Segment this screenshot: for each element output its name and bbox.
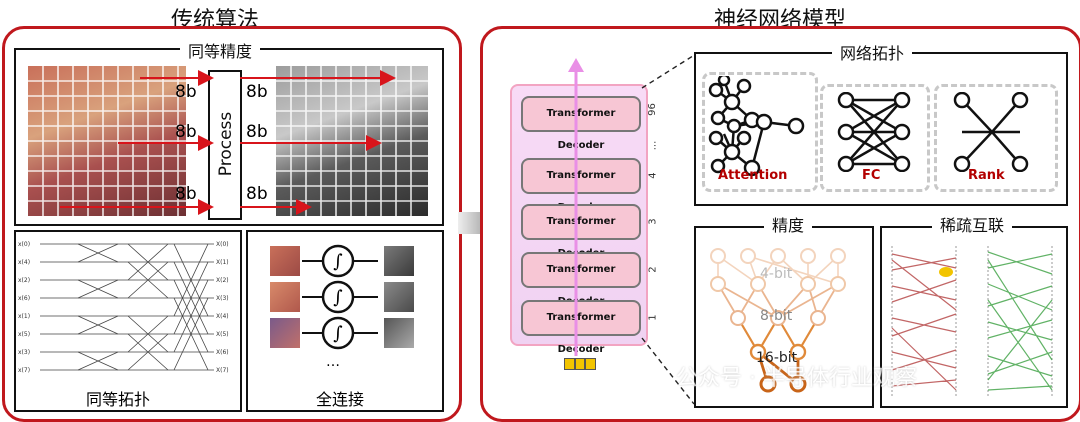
fc-graph <box>837 92 911 172</box>
watermark: 公众号 · 半导体行业观察 <box>676 366 917 391</box>
fft-input-1: x(4) <box>18 259 30 266</box>
fc-output-thumb-2 <box>384 282 414 312</box>
fc-ellipsis: … <box>326 354 340 370</box>
fc-panel <box>820 84 930 192</box>
same-precision-label: 同等精度 <box>180 38 261 62</box>
sparse-interconnect-label: 稀疏互联 <box>932 212 1013 236</box>
fc-integral-2: ∫ <box>302 280 378 314</box>
fft-output-6: X(6) <box>216 349 229 356</box>
fc-input-thumb-2 <box>270 282 300 312</box>
precision-level-8bit: 8-bit <box>760 308 793 324</box>
bit-label-in-2: 8b <box>175 122 197 142</box>
bit-label-out-2: 8b <box>246 122 268 142</box>
bit-label-in-3: 8b <box>175 184 197 204</box>
fft-butterfly-diagram: x(0) x(4) x(2) x(6) x(1) x(5) x(3) x(7) … <box>18 241 229 374</box>
fft-input-7: x(7) <box>18 367 30 374</box>
fft-output-5: X(5) <box>216 331 229 338</box>
data-flow-arrows <box>60 70 396 215</box>
same-topology-box <box>14 230 242 412</box>
bit-label-out-3: 8b <box>246 184 268 204</box>
decoder-stack: Transformer Decoder Transformer Decoder … <box>510 84 648 355</box>
fc-output-thumb-3 <box>384 318 414 348</box>
bit-label-in-1: 8b <box>175 82 197 102</box>
sparse-interconnect-graph <box>891 246 1053 398</box>
input-tokens <box>564 358 596 370</box>
precision-level-4bit: 4-bit <box>760 266 793 282</box>
fft-input-6: x(3) <box>18 349 30 356</box>
attention-graph <box>708 76 805 176</box>
fft-output-4: X(4) <box>216 313 229 320</box>
fft-output-3: X(3) <box>216 295 229 302</box>
forward-arrow <box>568 58 584 356</box>
fc-integral-3: ∫ <box>302 316 378 350</box>
attention-panel <box>702 72 818 192</box>
fft-output-1: X(1) <box>216 259 229 266</box>
fft-output-2: X(2) <box>216 277 229 284</box>
rank-panel <box>934 84 1058 192</box>
decoder-block-1: Transformer Decoder <box>521 300 641 355</box>
precision-label: 精度 <box>764 212 813 236</box>
fft-output-7: X(7) <box>216 367 229 374</box>
fc-topology-label: FC <box>862 168 881 183</box>
bit-label-out-1: 8b <box>246 82 268 102</box>
fft-input-4: x(1) <box>18 313 30 320</box>
topology-label: 网络拓扑 <box>832 40 913 64</box>
precision-network <box>710 248 846 393</box>
fc-row-2: ∫ <box>270 280 420 314</box>
fft-output-0: X(0) <box>216 241 229 248</box>
topology-box <box>694 52 1068 206</box>
attention-label: Attention <box>718 168 788 183</box>
svg-text:∫: ∫ <box>333 287 343 308</box>
decoder-block-2: Transformer Decoder <box>521 252 641 307</box>
fc-integral-1: ∫ <box>302 244 378 278</box>
input-image-grid <box>28 66 186 216</box>
fc-input-thumb-3 <box>270 318 300 348</box>
fft-input-2: x(2) <box>18 277 30 284</box>
rank-graph <box>953 92 1029 172</box>
fft-input-0: x(0) <box>18 241 30 248</box>
fc-input-thumb-1 <box>270 246 300 276</box>
output-image <box>276 66 428 216</box>
fc-row-3: ∫ <box>270 316 420 350</box>
svg-text:∫: ∫ <box>333 323 343 344</box>
fully-connected-label: 全连接 <box>316 390 365 409</box>
rank-label: Rank <box>968 168 1005 183</box>
input-image <box>28 66 186 216</box>
fc-output-thumb-1 <box>384 246 414 276</box>
zoom-lines <box>641 53 697 405</box>
fft-input-3: x(6) <box>18 295 30 302</box>
same-topology-label: 同等拓扑 <box>86 390 151 409</box>
fft-input-5: x(5) <box>18 331 30 338</box>
fc-row-1: ∫ <box>270 244 420 278</box>
decoder-block-96: Transformer Decoder <box>521 96 641 151</box>
precision-level-16bit: 16-bit <box>756 350 798 366</box>
svg-text:∫: ∫ <box>333 251 343 272</box>
